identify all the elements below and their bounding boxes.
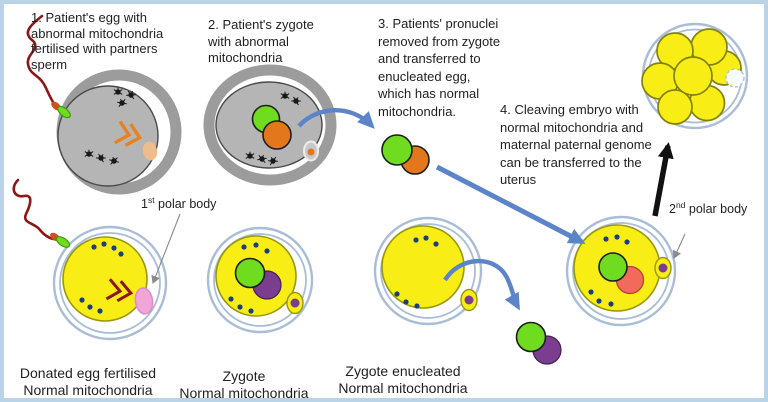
patient-egg-cell bbox=[26, 14, 182, 195]
step-1-text: 1. Patient's egg with abnormal mitochond… bbox=[31, 10, 164, 72]
pronuclei-pair-discarded bbox=[515, 321, 562, 365]
donated-egg-cell bbox=[12, 178, 168, 341]
caption-zygote: Zygote Normal mitochondria bbox=[179, 368, 309, 401]
patient-zygote-cell bbox=[203, 64, 337, 186]
sperm-icon bbox=[12, 178, 71, 248]
sperm-icon bbox=[26, 14, 71, 119]
reconstructed-zygote-cell bbox=[565, 215, 677, 327]
step-3-text: 3. Patients' pronuclei removed from zygo… bbox=[378, 16, 501, 119]
chevron-icon bbox=[105, 278, 134, 303]
zygote-enucleated-cell bbox=[373, 216, 483, 326]
diagram-artwork bbox=[12, 14, 749, 365]
pronuclei-transfer-arrow-icon bbox=[435, 164, 586, 245]
second-polar-body-label: 2nd polar body bbox=[669, 200, 748, 217]
first-polar-body-pointer-icon bbox=[151, 213, 181, 284]
enucleation-arrow-icon bbox=[443, 258, 520, 311]
sperm-entry-body bbox=[142, 141, 158, 161]
polar-body-icon bbox=[286, 291, 304, 315]
first-polar-body bbox=[134, 287, 154, 315]
polar-body-icon bbox=[460, 288, 478, 312]
caption-donated-egg: Donated egg fertilised Normal mitochondr… bbox=[19, 365, 157, 398]
cleaving-embryo-cell bbox=[641, 22, 749, 130]
pronuclei-pair-removed bbox=[381, 134, 430, 175]
polar-body-icon bbox=[654, 256, 672, 280]
polar-body-icon bbox=[303, 140, 319, 162]
paternal-pronucleus bbox=[262, 120, 292, 150]
degenerating-polar-body-icon bbox=[725, 68, 745, 88]
chevron-icon bbox=[113, 120, 143, 147]
maternal-pronucleus bbox=[234, 257, 266, 289]
step-2-text: 2. Patient's zygote with abnormal mitoch… bbox=[208, 17, 314, 65]
caption-zygote-enucleated: Zygote enucleated Normal mitochondria bbox=[338, 363, 468, 396]
second-polar-body-pointer-icon bbox=[672, 233, 686, 259]
maternal-pronucleus bbox=[598, 252, 628, 282]
first-polar-body-label: 1st polar body bbox=[141, 195, 217, 212]
pronuclei-removal-arrow-icon bbox=[297, 108, 375, 129]
step-4-text: 4. Cleaving embryo with normal mitochond… bbox=[500, 102, 652, 187]
implantation-arrow-icon bbox=[652, 142, 674, 217]
zygote-normal-cell bbox=[206, 226, 314, 334]
